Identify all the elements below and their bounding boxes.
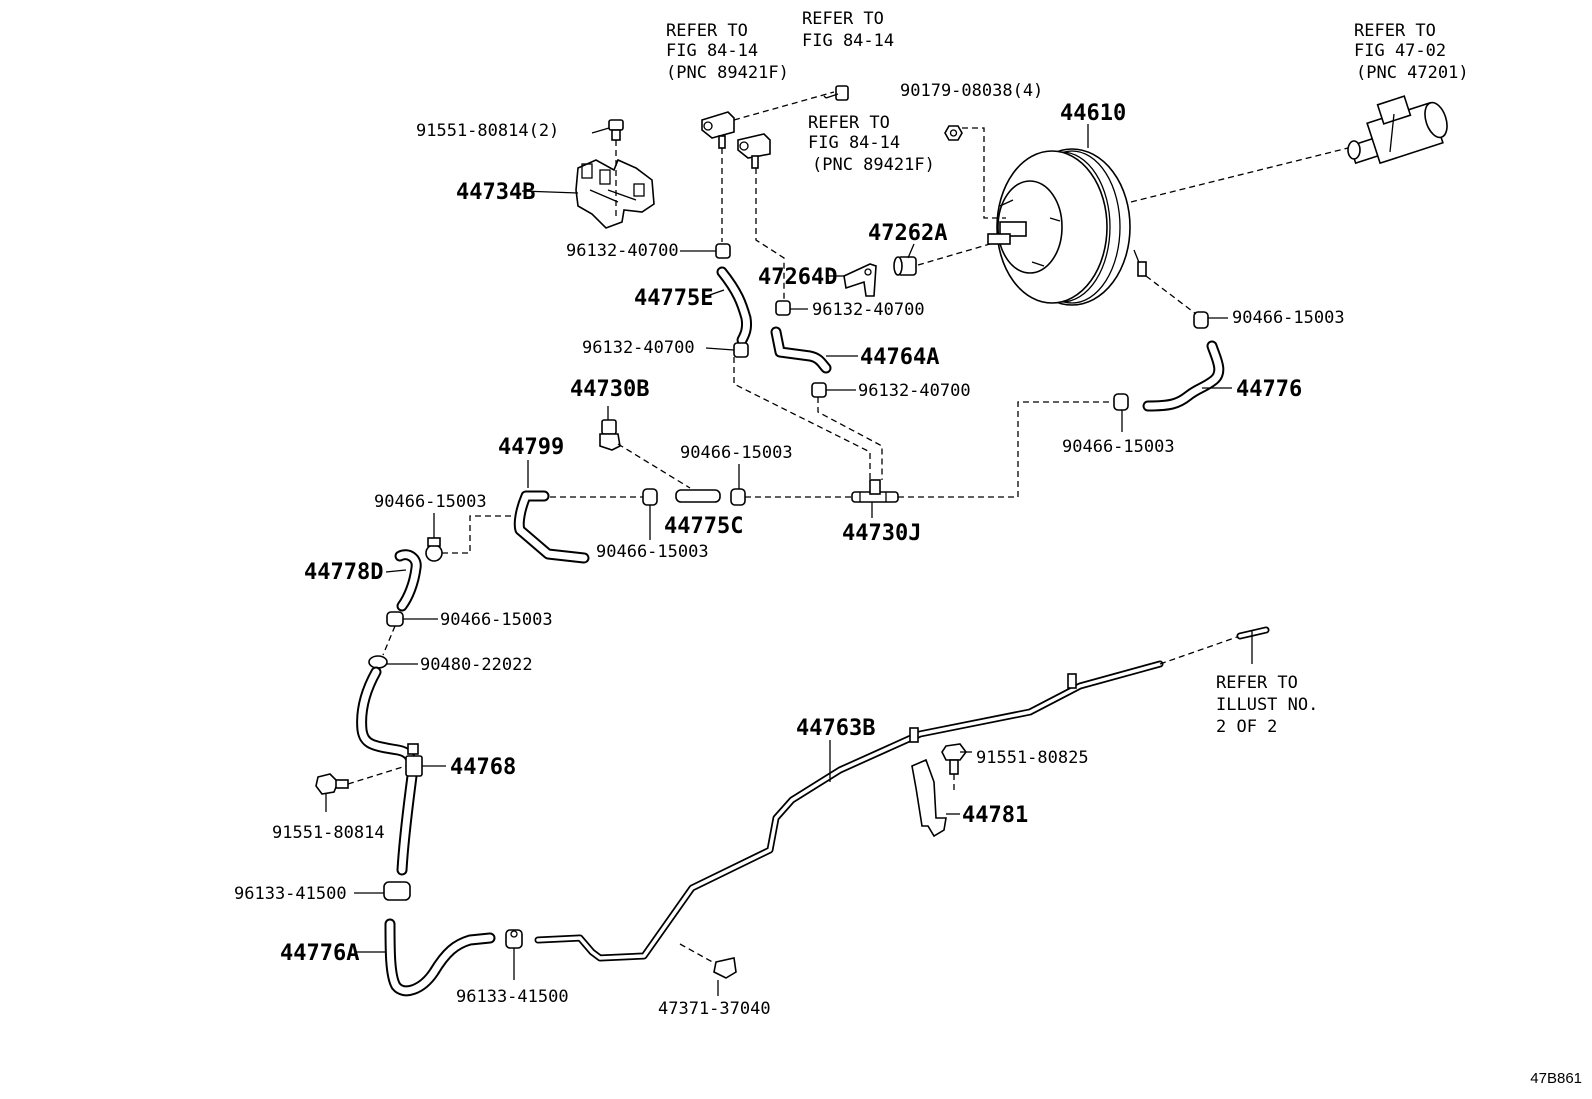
bracket-44734B[interactable] xyxy=(575,158,655,229)
label-90466-15003-left: 90466-15003 xyxy=(374,492,487,512)
master-cylinder-ref xyxy=(1347,95,1448,165)
clamp-90466-15003-a[interactable] xyxy=(425,537,443,562)
tee-44730J[interactable] xyxy=(851,479,899,503)
svg-text:2 OF 2: 2 OF 2 xyxy=(1216,717,1277,737)
label-96132-40700-a: 96132-40700 xyxy=(566,241,679,261)
hose-44776[interactable] xyxy=(1142,340,1225,412)
label-44730J: 44730J xyxy=(842,521,921,546)
bolt-91551-80825[interactable] xyxy=(941,743,967,775)
hose-44799[interactable] xyxy=(513,490,590,564)
label-47264D: 47264D xyxy=(758,265,837,290)
clamp-90466-15003-b[interactable] xyxy=(642,488,658,506)
svg-text:REFER TO: REFER TO xyxy=(1354,21,1436,41)
hose-44775E[interactable] xyxy=(716,266,752,346)
bracket-44781[interactable] xyxy=(911,758,947,838)
brake-booster-44610[interactable] xyxy=(987,148,1147,306)
label-44776: 44776 xyxy=(1236,377,1302,402)
clip-47371-37040[interactable] xyxy=(713,957,737,979)
ref-illust-2-of-2: REFER TO ILLUST NO. 2 OF 2 xyxy=(1216,673,1318,737)
label-96133-41500-b: 96133-41500 xyxy=(456,987,569,1007)
clamp-90466-15003-c[interactable] xyxy=(730,488,746,506)
label-44776A: 44776A xyxy=(280,941,359,966)
pipe-continuation xyxy=(1236,626,1270,640)
clamp-90466-15003-f[interactable] xyxy=(1193,311,1209,329)
bolt-91551-80814[interactable] xyxy=(315,773,349,795)
ref-fig-84-14-a: REFER TO FIG 84-14 (PNC 89421F) xyxy=(666,21,789,83)
svg-text:REFER TO: REFER TO xyxy=(1216,673,1298,693)
label-44781: 44781 xyxy=(962,803,1028,828)
label-44730B: 44730B xyxy=(570,377,649,402)
label-96133-41500-a: 96133-41500 xyxy=(234,884,347,904)
label-90179-08038: 90179-08038(4) xyxy=(900,81,1043,101)
ring-90480-22022[interactable] xyxy=(368,655,388,669)
label-90466-15003-top: 90466-15003 xyxy=(680,443,793,463)
label-96132-40700-d: 96132-40700 xyxy=(858,381,971,401)
ref-fig-84-14-c: REFER TO FIG 84-14 (PNC 89421F) xyxy=(808,113,935,175)
label-90466-15003-d: 90466-15003 xyxy=(440,610,553,630)
label-44734B: 44734B xyxy=(456,180,535,205)
bolt-91551-80814-2[interactable] xyxy=(608,119,624,141)
svg-text:FIG 84-14: FIG 84-14 xyxy=(666,41,758,61)
label-44768: 44768 xyxy=(450,755,516,780)
svg-text:REFER TO: REFER TO xyxy=(802,9,884,29)
label-90466-15003-lower-right: 90466-15003 xyxy=(1062,437,1175,457)
nut-90179-08038[interactable] xyxy=(944,125,963,141)
svg-text:(PNC 89421F): (PNC 89421F) xyxy=(666,63,789,83)
pipe-44763B[interactable] xyxy=(534,660,1164,962)
hose-44775C[interactable] xyxy=(675,489,721,503)
vacuum-sensor-1 xyxy=(701,111,735,149)
label-44775C: 44775C xyxy=(664,514,743,539)
clamp-96132-40700-a[interactable] xyxy=(715,243,731,259)
clamp-90466-15003-e[interactable] xyxy=(1113,393,1129,411)
svg-text:FIG 47-02: FIG 47-02 xyxy=(1354,41,1446,61)
clamp-96133-41500-b[interactable] xyxy=(505,929,523,949)
label-90466-15003-mid: 90466-15003 xyxy=(596,542,709,562)
hose-44776A[interactable] xyxy=(384,918,496,997)
clamp-96132-40700-c[interactable] xyxy=(775,300,791,316)
label-96132-40700-c: 96132-40700 xyxy=(812,300,925,320)
figure-code: 47B861 xyxy=(1530,1070,1582,1087)
bolt-sensor xyxy=(823,85,849,101)
label-90466-15003-right: 90466-15003 xyxy=(1232,308,1345,328)
label-47262A: 47262A xyxy=(868,221,947,246)
clip-44730B[interactable] xyxy=(599,419,621,451)
label-47371-37040: 47371-37040 xyxy=(658,999,771,1019)
label-90480-22022: 90480-22022 xyxy=(420,655,533,675)
label-96132-40700-b: 96132-40700 xyxy=(582,338,695,358)
bracket-47264D[interactable] xyxy=(843,263,877,297)
label-91551-80814-2: 91551-80814(2) xyxy=(416,121,559,141)
ref-fig-84-14-b: REFER TO FIG 84-14 xyxy=(802,9,894,51)
clamp-96132-40700-b[interactable] xyxy=(733,342,749,358)
label-44778D: 44778D xyxy=(304,560,383,585)
label-44799: 44799 xyxy=(498,435,564,460)
vacuum-sensor-2 xyxy=(737,133,771,169)
svg-text:FIG 84-14: FIG 84-14 xyxy=(802,31,894,51)
hose-44778D[interactable] xyxy=(394,549,422,612)
label-44610: 44610 xyxy=(1060,101,1126,126)
label-44764A: 44764A xyxy=(860,345,939,370)
clamp-96132-40700-d[interactable] xyxy=(811,382,827,398)
svg-text:(PNC 89421F): (PNC 89421F) xyxy=(812,155,935,175)
svg-text:ILLUST NO.: ILLUST NO. xyxy=(1216,695,1318,715)
clamp-90466-15003-d[interactable] xyxy=(386,611,404,627)
svg-text:FIG 84-14: FIG 84-14 xyxy=(808,133,900,153)
label-91551-80825: 91551-80825 xyxy=(976,748,1089,768)
svg-text:(PNC 47201): (PNC 47201) xyxy=(1356,63,1469,83)
svg-text:REFER TO: REFER TO xyxy=(808,113,890,133)
fitting-47262A[interactable] xyxy=(893,256,917,276)
svg-text:REFER TO: REFER TO xyxy=(666,21,748,41)
label-44763B: 44763B xyxy=(796,716,875,741)
hose-44764A[interactable] xyxy=(770,326,832,374)
label-91551-80814: 91551-80814 xyxy=(272,823,385,843)
label-44775E: 44775E xyxy=(634,286,713,311)
clamp-96133-41500-a[interactable] xyxy=(383,881,411,901)
hose-44768[interactable] xyxy=(356,666,423,876)
ref-fig-47-02: REFER TO FIG 47-02 (PNC 47201) xyxy=(1354,21,1469,83)
